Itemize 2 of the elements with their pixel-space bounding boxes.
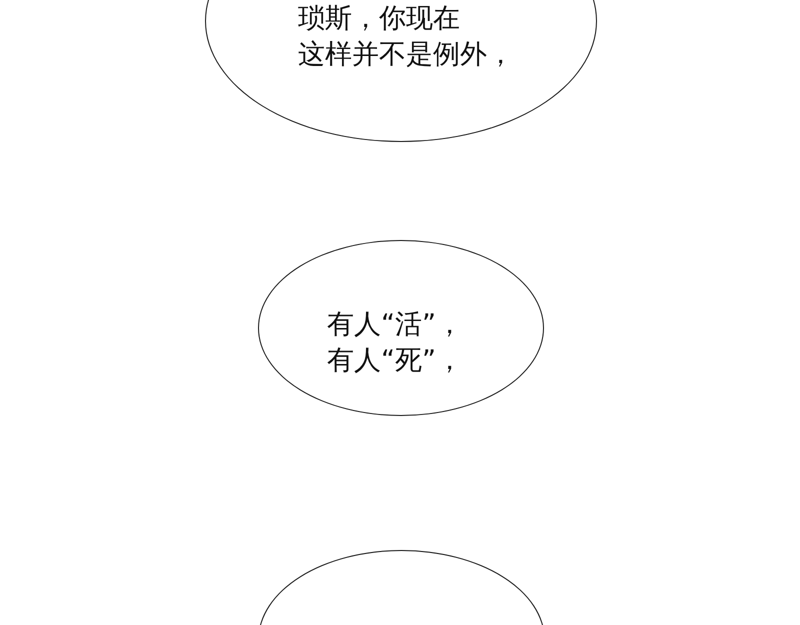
speech-text: 琐斯，你现在这样并不是例外， <box>298 2 515 72</box>
speech-text: 有人“活”，有人“死”， <box>327 308 464 378</box>
